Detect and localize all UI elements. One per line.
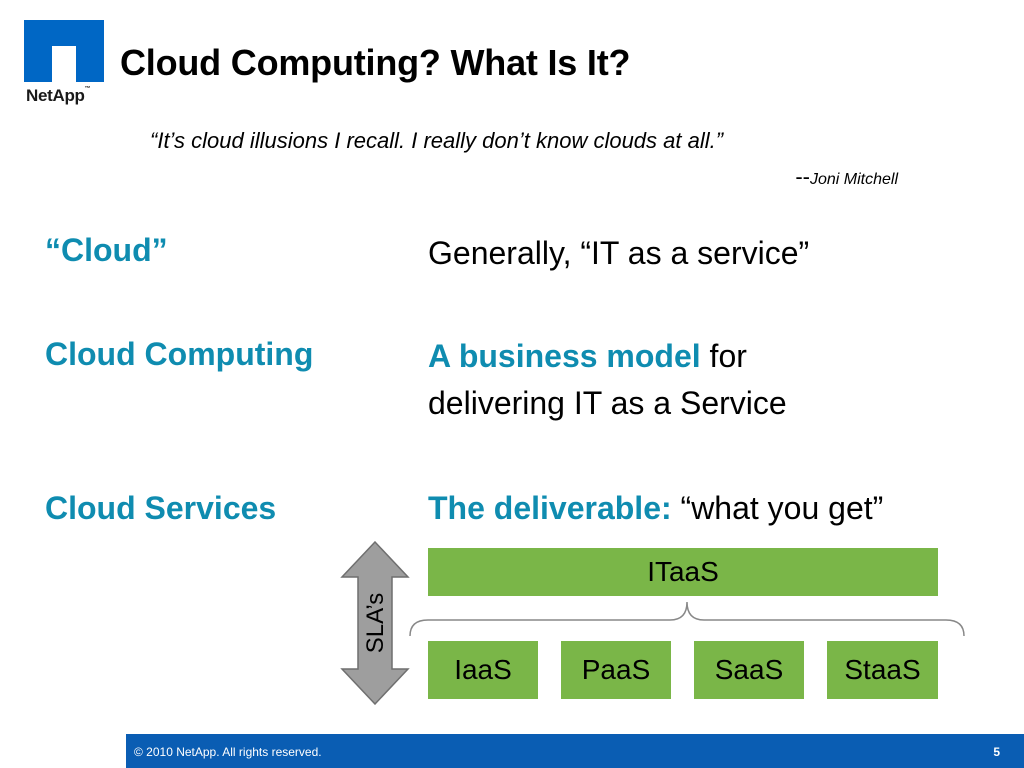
logo-wordmark: NetApp™ (26, 86, 91, 105)
definition-cloud-services: The deliverable: “what you get” (428, 485, 883, 532)
quote-attribution: --Joni Mitchell (795, 164, 898, 190)
definition-cloud: Generally, “IT as a service” (428, 235, 810, 271)
iaas-box: IaaS (428, 641, 538, 699)
definition-accent: A business model (428, 338, 701, 374)
footer-bar: © 2010 NetApp. All rights reserved. 5 (126, 734, 1024, 768)
definition-line2: delivering IT as a Service (428, 385, 787, 421)
sla-label: SLA’s (362, 592, 389, 654)
definition-cloud-computing: A business model for delivering IT as a … (428, 333, 787, 427)
saas-box: SaaS (694, 641, 804, 699)
copyright-text: © 2010 NetApp. All rights reserved. (134, 745, 322, 759)
definition-rest: “what you get” (671, 490, 884, 526)
term-cloud-services: Cloud Services (45, 490, 277, 526)
term-cloud-computing: Cloud Computing (45, 336, 314, 372)
slide-title: Cloud Computing? What Is It? (120, 42, 631, 83)
definition-rest: for (700, 338, 747, 374)
double-arrow-icon (340, 540, 410, 706)
term-cloud: “Cloud” (45, 232, 168, 268)
sla-double-arrow: SLA’s (340, 540, 410, 706)
staas-box: StaaS (827, 641, 938, 699)
quote-author: Joni Mitchell (809, 171, 898, 188)
paas-box: PaaS (561, 641, 671, 699)
quote-text: “It’s cloud illusions I recall. I really… (150, 128, 724, 153)
netapp-logo-mark-icon (24, 20, 104, 82)
netapp-logo: NetApp™ (24, 20, 104, 110)
page-number: 5 (993, 745, 1000, 759)
itaas-box: ITaaS (428, 548, 938, 596)
brace-connector (409, 601, 965, 637)
definition-accent: The deliverable: (428, 490, 672, 526)
attribution-dash: -- (795, 164, 810, 189)
